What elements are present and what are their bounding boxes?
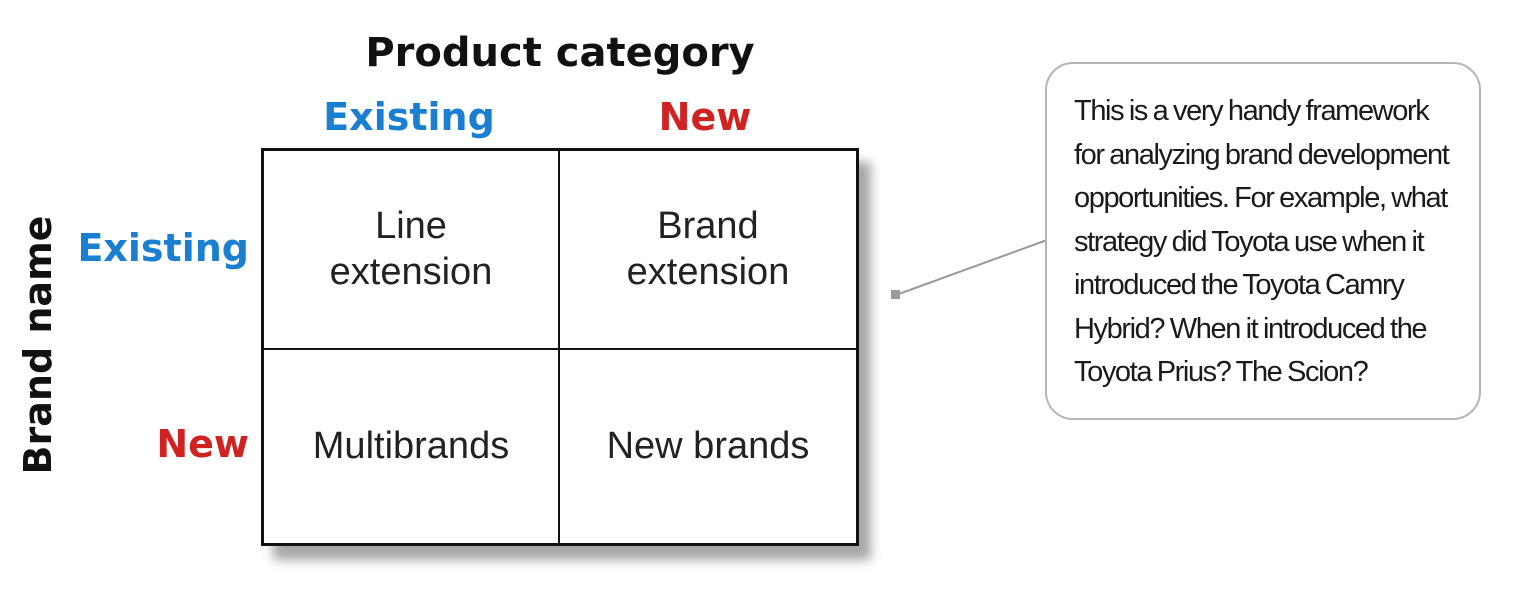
connector-line [895,239,1048,296]
row-header-existing: Existing [77,226,249,270]
column-header-existing: Existing [323,95,495,139]
cell-brand-extension: Brand extension [560,151,856,350]
cell-line-extension: Line extension [264,151,560,350]
connector-anchor [891,290,900,299]
cell-multibrands: Multibrands [264,350,560,543]
callout-text: This is a very handy framework for analy… [1074,95,1450,388]
cell-new-brands: New brands [606,424,810,467]
column-header-new: New [658,95,752,139]
callout-box: This is a very handy framework for analy… [1045,62,1481,420]
brand-development-matrix: Line extension Brand extension Multibran… [261,148,859,546]
product-category-axis-title: Product category [365,30,755,76]
row-header-new: New [156,422,249,466]
